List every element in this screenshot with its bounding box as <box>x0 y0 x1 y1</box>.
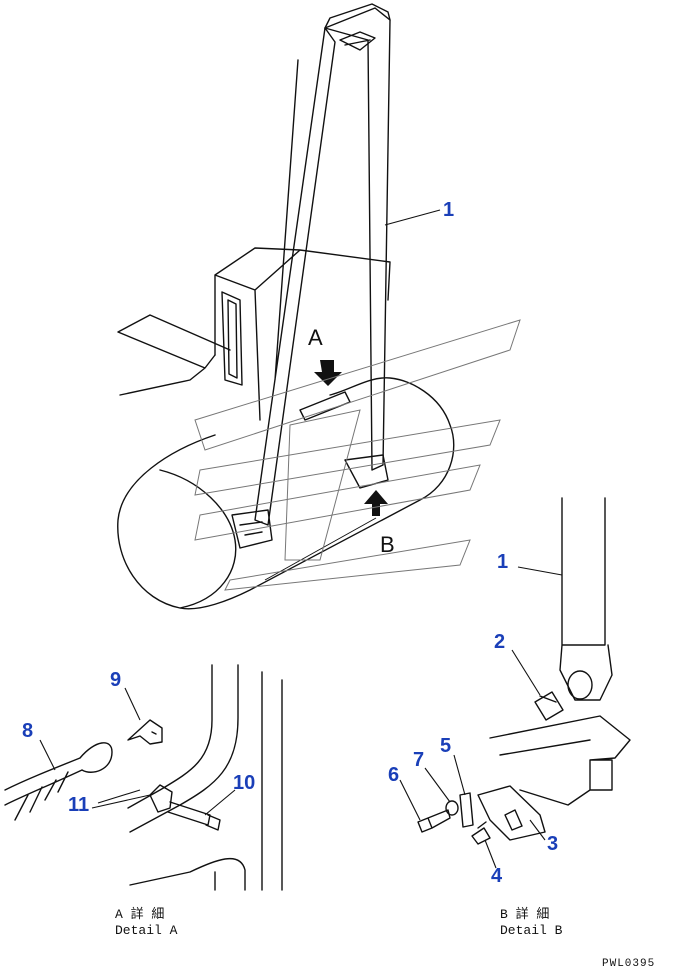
leader-1-detail <box>517 566 563 576</box>
detail-b-caption-en: Detail B <box>500 923 563 938</box>
rops-frame-left-post <box>254 27 336 526</box>
view-letter-b: B <box>380 532 395 557</box>
watermark-logo <box>194 319 521 591</box>
callout-8: 8 <box>22 720 33 742</box>
leader-8 <box>39 739 56 771</box>
callout-7: 7 <box>413 749 424 771</box>
view-b-line <box>264 517 377 581</box>
main-assembly-view: A B <box>117 3 455 610</box>
detail-b-post <box>559 497 613 701</box>
detail-a-post <box>127 664 283 891</box>
lock-plate <box>459 792 474 828</box>
leader-9 <box>124 687 141 721</box>
washer <box>445 800 459 816</box>
callout-1-main: 1 <box>443 199 454 221</box>
cab-body <box>214 247 391 421</box>
callout-4: 4 <box>491 865 503 887</box>
grease-fitting <box>471 821 491 845</box>
detail-a-lower-curve <box>129 857 246 891</box>
mounting-pin <box>477 785 546 841</box>
mounting-bolt <box>417 809 451 833</box>
post-pin-hole <box>567 670 593 700</box>
base-bracket <box>489 715 631 806</box>
anchor-bolt <box>149 784 221 831</box>
leader-1-main <box>384 209 441 226</box>
callout-6: 6 <box>388 764 399 786</box>
anchor-bracket <box>127 719 163 745</box>
callout-11: 11 <box>68 794 89 816</box>
leader-6 <box>399 779 421 821</box>
leader-3 <box>529 819 546 841</box>
detail-b-view <box>417 497 631 845</box>
cab-window <box>221 291 243 386</box>
drawing-code: PWL0395 <box>602 958 655 969</box>
leader-5 <box>453 754 466 796</box>
callout-1-detail: 1 <box>497 551 508 573</box>
callout-5: 5 <box>440 735 451 757</box>
leader-4 <box>484 839 497 869</box>
rops-bracket-front <box>231 509 273 549</box>
bushing <box>534 691 564 721</box>
rops-bracket-rear <box>299 391 389 489</box>
leader-10 <box>204 789 236 816</box>
callout-9: 9 <box>110 669 121 691</box>
view-b-arrow <box>364 490 388 516</box>
detail-b-caption-jp: B 詳 細 <box>500 906 549 922</box>
callout-10: 10 <box>233 772 255 794</box>
seat-belt <box>4 742 113 821</box>
view-a-arrow <box>314 360 342 386</box>
rops-frame-right-post <box>324 7 391 471</box>
detail-a-caption-jp: A 詳 細 <box>115 906 164 922</box>
leader-11 <box>97 789 141 804</box>
leader-7 <box>424 767 451 803</box>
detail-a-view <box>4 664 283 891</box>
view-letter-a: A <box>308 325 323 350</box>
upper-structure <box>117 314 231 396</box>
callout-3: 3 <box>547 833 558 855</box>
undercarriage-track <box>117 377 455 610</box>
rops-top-cap <box>324 3 391 51</box>
anchor-line <box>91 794 151 809</box>
leader-2 <box>511 649 541 696</box>
callout-2: 2 <box>494 631 505 653</box>
detail-a-caption-en: Detail A <box>115 923 178 938</box>
